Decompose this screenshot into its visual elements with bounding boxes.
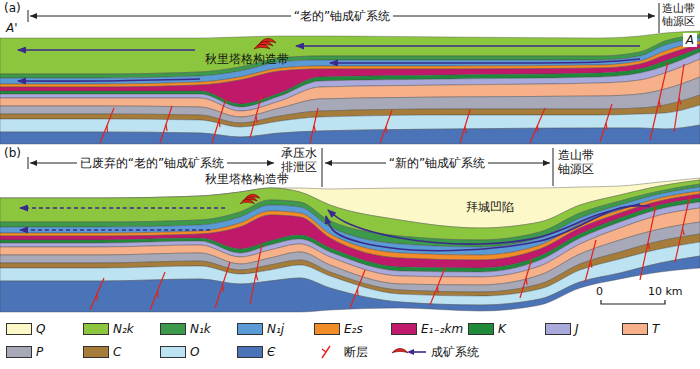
fault [212, 98, 226, 143]
fault [160, 106, 172, 143]
stratum-band [0, 125, 700, 144]
legend-item: C [83, 345, 121, 359]
depression-label: 拜城凹陷 [466, 200, 514, 214]
legend-swatch [160, 323, 186, 335]
legend-item: E₁₋₂km [391, 322, 463, 336]
legend-swatch [83, 323, 109, 335]
legend-text: E₁₋₂km [421, 322, 463, 336]
system-bracket [28, 3, 659, 187]
section-end-label: A' [6, 21, 18, 35]
fault [250, 94, 262, 138]
legend-swatch [6, 346, 32, 358]
legend-item: J [545, 322, 579, 336]
scale-label: 10 km [648, 285, 683, 299]
legend-text: E₂s [344, 322, 363, 336]
flow-arrow [20, 229, 210, 231]
flow-arrow [18, 79, 200, 81]
legend-item: T [622, 322, 659, 336]
legend-swatch [314, 323, 340, 335]
ore-body [240, 194, 260, 203]
structure-label: 秋里塔格构造带 [205, 172, 289, 186]
system-label: “新的”铀成矿系统 [386, 156, 488, 170]
fault [380, 110, 392, 143]
legend-swatch [622, 323, 648, 335]
fault [150, 272, 165, 310]
legend-swatch [6, 323, 32, 335]
fault [674, 64, 684, 132]
flow-arrow [296, 45, 640, 47]
legend-item: Є [237, 345, 275, 359]
fault [350, 270, 365, 308]
flow-arrow [20, 207, 225, 209]
legend-item: K [468, 322, 506, 336]
fault [215, 262, 230, 308]
legend-swatch [468, 323, 494, 335]
legend-item: E₂s [314, 322, 363, 336]
legend-item: 成矿系统 [391, 345, 479, 359]
legend-item: P [6, 345, 43, 359]
fault [460, 110, 470, 143]
legend-text: Q [36, 322, 45, 336]
fault [600, 104, 612, 142]
legend-swatch [391, 323, 417, 335]
fault [100, 108, 114, 143]
fault [530, 108, 545, 143]
discharge-zone-label: 承压水 排泄区 [280, 146, 318, 174]
legend-text: T [652, 322, 659, 336]
legend-item: Q [6, 322, 45, 336]
faults [90, 62, 690, 310]
fault-symbol [314, 345, 340, 359]
fault [430, 268, 445, 305]
system-label: 已废弃的“老的”铀成矿系统 [77, 156, 227, 170]
source-area-label: 造山带 铀源区 [661, 2, 697, 28]
legend-swatch [83, 346, 109, 358]
scale-label: 0 [596, 285, 603, 299]
legend-item: N₂k [83, 322, 134, 336]
legend-text: N₁j [267, 322, 284, 336]
structure-label: 秋里塔格构造带 [205, 52, 289, 66]
legend-text: 成矿系统 [431, 345, 479, 359]
fault [585, 240, 596, 282]
panel-letter: (a) [4, 1, 21, 15]
legend-text: K [498, 322, 506, 336]
section-end-label: A [683, 33, 697, 47]
strata [0, 31, 700, 312]
legend-swatch [237, 346, 263, 358]
legend-text: Є [267, 345, 275, 359]
legend-text: N₂k [113, 322, 134, 336]
legend-text: 断层 [344, 345, 368, 359]
legend-text: P [36, 345, 43, 359]
scale-bar [601, 300, 665, 304]
fault [90, 278, 104, 310]
legend-item: 断层 [314, 345, 368, 359]
legend-text: O [190, 345, 199, 359]
flow-arrows [18, 46, 650, 251]
ore-body [254, 39, 276, 50]
source-area-label: 造山带 铀源区 [557, 148, 595, 176]
ore-system-symbol [391, 345, 427, 359]
flow-arrow [18, 49, 195, 51]
fault [650, 62, 668, 140]
fault [310, 108, 318, 143]
system-label: “老的”铀成矿系统 [291, 9, 393, 23]
legend-text: N₁k [190, 322, 211, 336]
legend-text: C [113, 345, 121, 359]
legend-item: O [160, 345, 199, 359]
stratum-band [0, 256, 700, 312]
legend-swatch [237, 323, 263, 335]
fault [250, 244, 262, 304]
legend-text: J [575, 322, 579, 336]
legend-item: N₁k [160, 322, 211, 336]
legend-item: N₁j [237, 322, 284, 336]
flow-arrow [330, 59, 640, 63]
legend-swatch [545, 323, 571, 335]
fault [640, 205, 656, 280]
legend-swatch [160, 346, 186, 358]
panel-letter: (b) [4, 146, 21, 160]
fault [520, 258, 532, 298]
fault [675, 195, 690, 262]
